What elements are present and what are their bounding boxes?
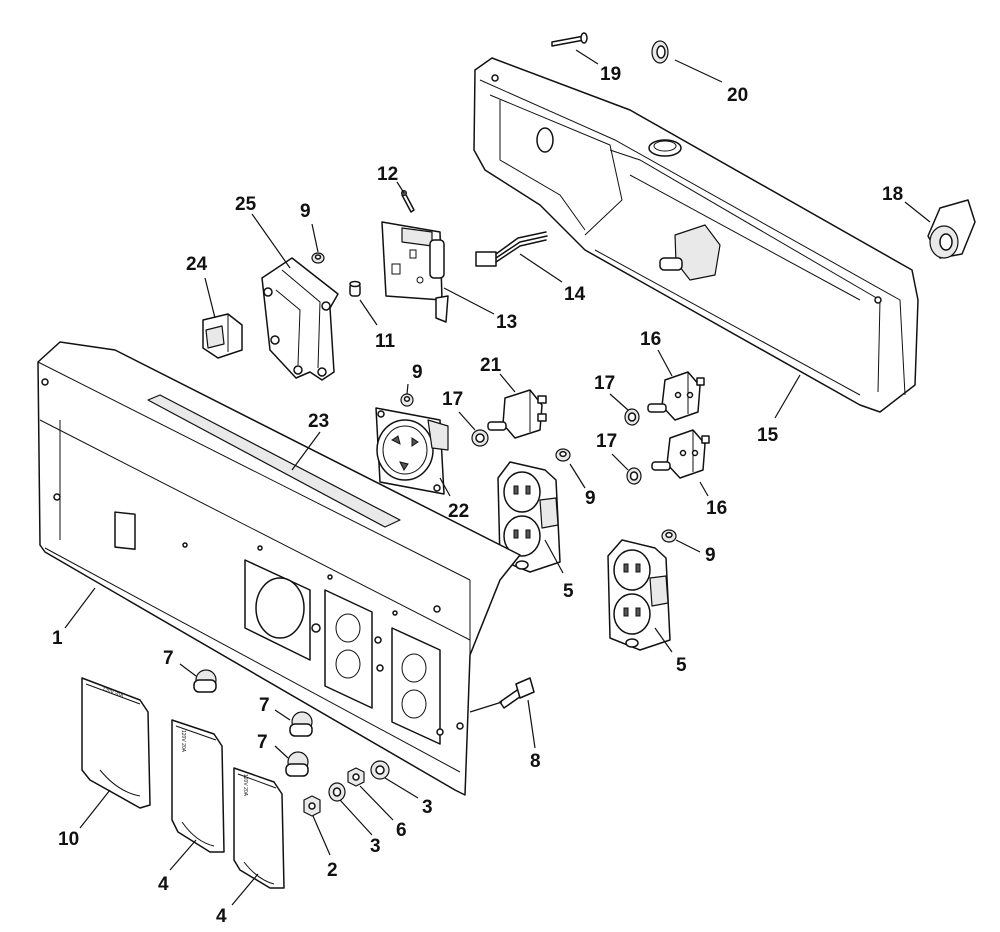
part-3-washer-lower [328,782,346,802]
callout-9-mid: 9 [412,362,423,383]
part-7-cap-mid [289,711,313,737]
callout-3-lower: 3 [370,836,381,857]
callout-16-upper: 16 [640,329,661,350]
callout-23: 23 [308,411,329,432]
callout-22: 22 [448,501,469,522]
callout-19: 19 [600,64,621,85]
callout-18: 18 [882,184,903,205]
part-6-nut [347,767,365,787]
callout-9-lower: 9 [705,545,716,566]
part-17-ring-upper [624,408,640,426]
callout-7-upper: 7 [163,648,174,669]
cover-label-4a: 120V 20A [180,730,186,753]
callout-4-left: 4 [158,874,169,895]
part-9-nut-lower [661,529,677,543]
callout-2: 2 [327,860,338,881]
leader-lines [64,49,931,906]
part-4-outlet-cover-right: 120V 20A [233,767,285,889]
callout-21: 21 [480,355,502,376]
part-15-housing [473,57,919,413]
callout-4-right: 4 [216,906,227,927]
callout-10: 10 [58,829,79,850]
part-16-breaker-upper [647,371,705,421]
callout-9-top: 9 [300,201,311,222]
part-20-grommet [651,40,669,64]
part-2-nut [303,795,321,817]
part-22-twistlock-receptacle [375,407,449,495]
callout-16-lower: 16 [706,498,727,519]
callout-17-lower: 17 [596,431,617,452]
part-4-outlet-cover-left: 120V 20A [171,719,225,853]
part-25-bracket [261,257,339,381]
callout-8: 8 [530,751,541,772]
part-9-nut-mid [400,393,414,407]
callout-5-lower: 5 [676,655,687,676]
callout-9-right: 9 [585,488,596,509]
callout-5-upper: 5 [563,581,574,602]
part-12-screw [401,190,415,213]
part-7-cap-upper [193,669,217,693]
callout-25: 25 [235,194,257,215]
part-19-screw [551,32,588,47]
callout-12: 12 [377,164,398,185]
callout-3-upper: 3 [422,797,433,818]
callout-14: 14 [564,284,586,305]
part-9-nut-top [311,252,325,264]
cover-label-4b: 120V 20A [242,774,248,797]
part-16-breaker-lower [651,429,710,479]
callout-11: 11 [375,331,396,352]
part-10-outlet-cover: 120V 20A [81,677,151,809]
callout-1: 1 [52,628,63,649]
part-1-front-panel [37,341,521,796]
part-11-spacer [349,280,361,297]
callout-13: 13 [496,312,517,333]
part-18-bumper [927,199,976,259]
part-17-ring-lower [626,467,642,485]
part-9-nut-right [555,448,571,462]
callout-17-left: 17 [442,389,463,410]
part-5-duplex-lower [607,539,671,651]
callout-6: 6 [396,820,407,841]
callout-15: 15 [757,425,779,446]
part-5-duplex-upper [497,461,561,573]
part-14-wire-harness [475,231,548,267]
callout-20: 20 [727,85,748,106]
part-21-breaker [487,389,547,439]
callout-7-mid: 7 [259,695,270,716]
callout-labels: 19 20 18 15 12 13 14 9 25 24 11 9 17 21 … [52,64,903,927]
part-7-cap-lower [285,751,309,777]
callout-17-upper: 17 [594,373,615,394]
part-13-circuit-board [381,221,449,323]
part-17-ring-left [471,429,489,447]
part-8-bolt [499,677,535,709]
part-3-washer-upper [370,760,390,780]
callout-7-lower: 7 [257,732,268,753]
callout-24: 24 [186,254,208,275]
part-24-rocker-switch [202,313,243,359]
